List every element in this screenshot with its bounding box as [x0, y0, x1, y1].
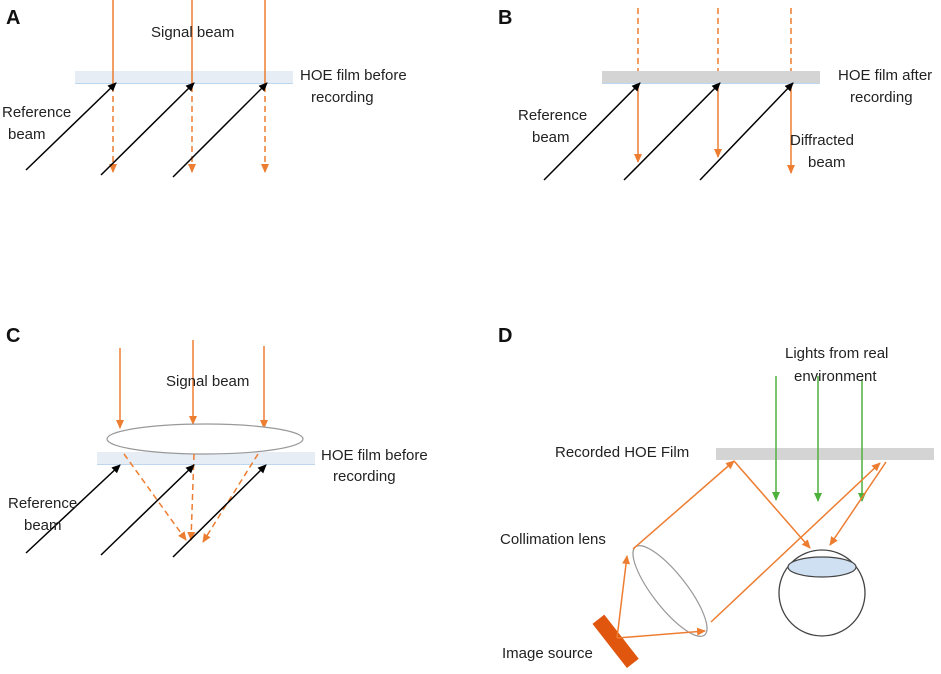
film-label-line1: HOE film after	[838, 67, 932, 84]
collimation-lens	[632, 545, 708, 637]
reference-beam	[172, 464, 267, 558]
panel-c-letter: C	[6, 325, 20, 347]
image-source-label: Image source	[502, 645, 593, 662]
reference-beam	[543, 82, 641, 181]
collimated-ray	[710, 462, 881, 623]
panel-c: C Signal beam HOE film before recording …	[6, 325, 428, 558]
diffracted-label-line1: Diffracted	[790, 132, 854, 149]
diffracted-ray	[733, 460, 811, 549]
source-ray	[616, 555, 631, 639]
image-source	[592, 614, 639, 668]
film-label-line2: recording	[333, 468, 396, 485]
film-label-line1: HOE film before	[300, 67, 407, 84]
hoe-film-before	[97, 452, 315, 464]
converging-lens	[106, 423, 304, 455]
panel-b-letter: B	[498, 7, 512, 29]
reference-label-line1: Reference	[2, 104, 71, 121]
eye-cornea	[787, 556, 857, 578]
recorded-hoe-film	[716, 448, 934, 460]
reference-beam	[100, 82, 195, 176]
reference-label-line2: beam	[24, 517, 62, 534]
lens-label: Collimation lens	[500, 531, 606, 548]
reference-label-line2: beam	[532, 129, 570, 146]
collimated-ray	[632, 460, 735, 550]
film-label: Recorded HOE Film	[555, 444, 689, 461]
hoe-film-before	[75, 71, 293, 83]
signal-beam-label: Signal beam	[166, 373, 249, 390]
diffracted-ray	[829, 461, 887, 546]
source-ray	[616, 627, 706, 639]
film-label-line1: HOE film before	[321, 447, 428, 464]
reference-beam	[25, 464, 121, 554]
hoe-film-after	[602, 71, 820, 83]
converging-signal-beam	[202, 453, 259, 543]
reference-beam	[25, 82, 117, 171]
reference-label-line2: beam	[8, 126, 46, 143]
lights-label-line2: environment	[794, 368, 877, 385]
film-label-line2: recording	[311, 89, 374, 106]
panel-b: B HOE film after recording Reference bea…	[498, 7, 932, 181]
panel-d-letter: D	[498, 325, 512, 347]
reference-beam	[623, 82, 721, 181]
diffracted-label-line2: beam	[808, 154, 846, 171]
reference-label-line1: Reference	[8, 495, 77, 512]
reference-beam	[699, 82, 794, 181]
converging-signal-beam	[123, 453, 187, 541]
signal-beam-label: Signal beam	[151, 24, 234, 41]
panel-a: A Signal beam HOE film before recording …	[2, 0, 407, 178]
lights-label-line1: Lights from real	[785, 345, 888, 362]
reference-beam	[100, 464, 195, 556]
panel-a-letter: A	[6, 7, 20, 29]
panel-d: D Lights from real environment Recorded …	[498, 325, 934, 668]
reference-label-line1: Reference	[518, 107, 587, 124]
reference-beam	[172, 82, 268, 178]
film-label-line2: recording	[850, 89, 913, 106]
